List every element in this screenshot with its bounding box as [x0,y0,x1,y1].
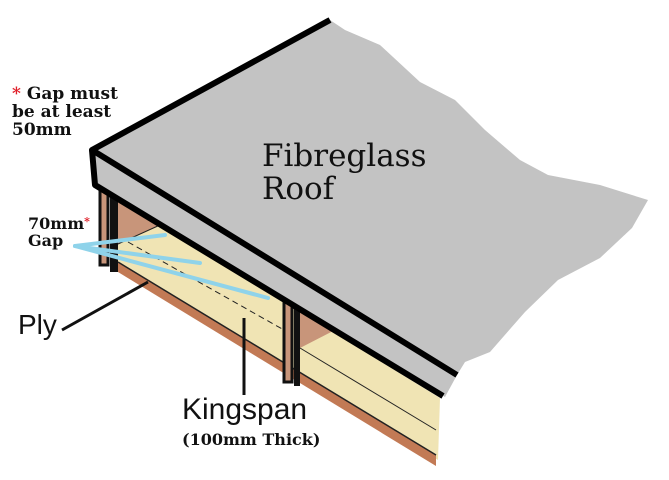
note-line-1: Gap must [26,84,118,104]
roof-label: Fibreglass Roof [262,140,427,205]
ply-label: Ply [18,309,57,340]
gap-pointers [73,233,270,300]
gap-label-text: Gap [28,230,64,250]
joist-left [110,192,118,272]
kingspan-thickness-note: (100mm Thick) [182,430,321,449]
roof-surface [92,18,648,375]
note-line-2: be at least [12,101,112,122]
asterisk-marker: * [12,84,21,104]
kingspan-joint-line-right [299,347,437,431]
gap-label-size: 70mm [28,214,85,233]
ply-sheet [118,262,436,466]
roof-label-line-1: Fibreglass [262,138,427,174]
kingspan-label: Kingspan [182,393,308,426]
roof-edge-face [92,150,457,397]
note-line-3: 50mm [12,119,72,140]
ply-pointer [61,280,149,332]
roof-label-line-2: Roof [262,170,335,207]
joist-middle-inner [294,296,300,386]
gap-void-left [118,200,160,244]
roof-lower-outline [89,149,445,399]
gap-asterisk: * [84,215,90,228]
gap-requirement-note: * Gap must be at least 50mm [12,84,118,140]
ply-edge [117,261,437,456]
gap-label: 70mm* Gap [28,214,90,250]
